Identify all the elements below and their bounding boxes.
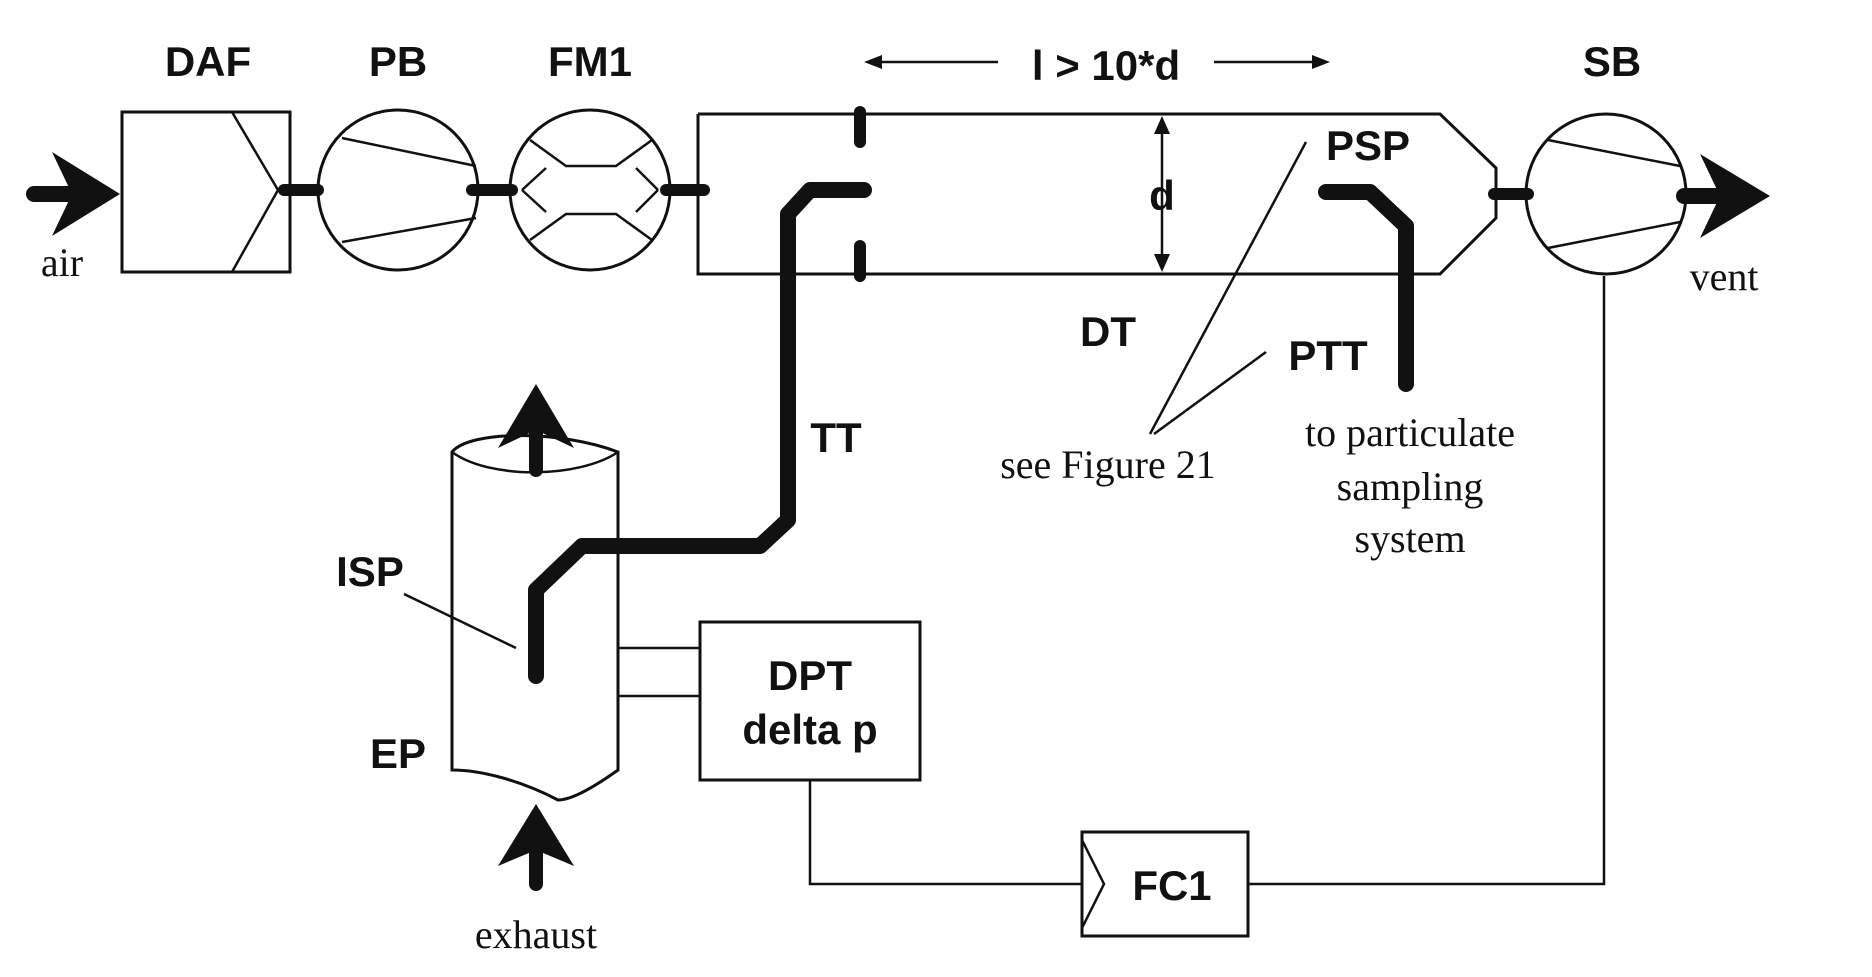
- leader-line-ptt: [1153, 350, 1267, 436]
- diameter-dimension-arrow: [1154, 116, 1170, 272]
- vent-outlet-arrow: [1676, 154, 1770, 238]
- particulate-transfer-tube: [1318, 184, 1414, 392]
- dpt-fc1-line: [808, 780, 1082, 886]
- label-vent: vent: [1690, 254, 1759, 299]
- label-dpt: DPT: [768, 652, 852, 699]
- label-pb: PB: [369, 38, 427, 85]
- label-particulate-line3: system: [1354, 516, 1465, 561]
- label-fc1: FC1: [1132, 862, 1211, 909]
- label-dt: DT: [1080, 308, 1136, 355]
- pb-pump: [316, 108, 480, 272]
- fc1-sb-line: [1248, 276, 1606, 886]
- label-particulate-line2: sampling: [1337, 464, 1484, 509]
- label-exhaust: exhaust: [475, 912, 597, 957]
- label-daf: DAF: [165, 38, 251, 85]
- label-see-figure: see Figure 21: [1000, 442, 1216, 487]
- exhaust-inlet-arrow: [498, 804, 574, 891]
- label-tt: TT: [810, 414, 862, 461]
- label-particulate-line1: to particulate: [1305, 410, 1515, 455]
- daf-filter-box: [120, 110, 292, 274]
- label-ptt: PTT: [1288, 332, 1368, 379]
- air-inlet-arrow: [26, 152, 120, 236]
- label-air: air: [41, 240, 83, 285]
- sb-suction-blower: [1524, 112, 1688, 276]
- fm1-flow-meter: [508, 108, 672, 272]
- label-length-condition: l > 10*d: [1032, 42, 1180, 89]
- transfer-tube: [528, 182, 872, 684]
- dpt-box: [698, 620, 922, 782]
- label-ep: EP: [370, 730, 426, 777]
- exhaust-up-arrow: [498, 384, 574, 477]
- leader-line-isp: [403, 592, 517, 650]
- label-fm1: FM1: [548, 38, 632, 85]
- leader-line-psp: [1148, 141, 1308, 435]
- label-isp: ISP: [336, 548, 404, 595]
- label-diameter: d: [1149, 172, 1175, 219]
- label-delta-p: delta p: [742, 706, 877, 753]
- label-psp: PSP: [1326, 122, 1410, 169]
- dilution-tunnel: [696, 112, 1498, 276]
- label-sb: SB: [1583, 38, 1641, 85]
- length-dimension-arrows: [864, 55, 1330, 69]
